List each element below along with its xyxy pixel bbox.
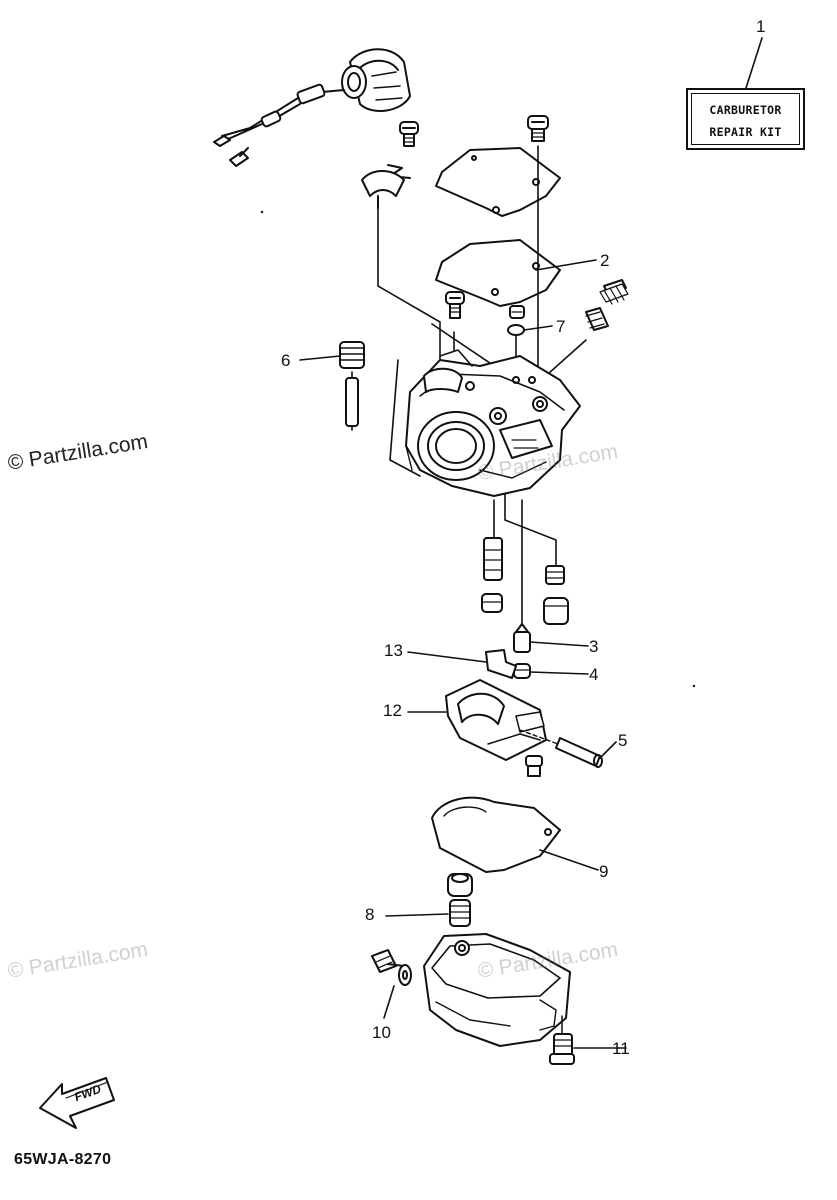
callout-leader-lines [299, 37, 763, 1049]
cover-plate-part[interactable] [435, 147, 561, 217]
repair-kit-box[interactable]: CARBURETOR REPAIR KIT [686, 88, 805, 150]
bracket-screw-part[interactable] [399, 121, 419, 147]
float-chamber-part[interactable] [423, 933, 571, 1047]
callout-6[interactable]: 6 [281, 351, 291, 370]
callout-11[interactable]: 11 [612, 1039, 630, 1058]
cover-gasket-part[interactable] [435, 239, 561, 307]
callout-13[interactable]: 13 [384, 641, 403, 660]
float-pin-part[interactable] [519, 729, 603, 768]
body-screw-part[interactable] [445, 291, 465, 319]
callout-8[interactable]: 8 [365, 905, 375, 924]
diagram-code: 65WJA-8270 [14, 1151, 112, 1168]
chamber-screw-part[interactable] [549, 1015, 575, 1065]
drain-screw-part[interactable] [371, 949, 405, 973]
throttle-stop-part[interactable] [339, 341, 365, 427]
callout-7[interactable]: 7 [556, 317, 566, 336]
repair-kit-line2: REPAIR KIT [709, 125, 782, 139]
main-jet-part[interactable] [543, 565, 569, 625]
callout-10[interactable]: 10 [372, 1023, 391, 1042]
carburetor-body-part[interactable] [405, 349, 581, 497]
needle-valve-part[interactable] [513, 623, 531, 653]
float-spring-part[interactable] [447, 873, 473, 927]
choke-connector-part[interactable] [213, 48, 411, 167]
callout-4[interactable]: 4 [589, 665, 599, 684]
float-part[interactable] [445, 679, 547, 761]
float-chamber-gasket-part[interactable] [431, 796, 561, 873]
pilot-screw-part[interactable] [585, 279, 629, 331]
float-plate-part[interactable] [485, 649, 517, 679]
callout-5[interactable]: 5 [618, 731, 628, 750]
cover-screw-part[interactable] [527, 115, 549, 142]
callout-1[interactable]: 1 [756, 17, 766, 36]
callout-3[interactable]: 3 [589, 637, 599, 656]
o-ring-part[interactable] [507, 324, 525, 336]
callout-2[interactable]: 2 [600, 251, 610, 270]
drain-washer-part[interactable] [398, 964, 412, 986]
callout-12[interactable]: 12 [383, 701, 402, 720]
choke-bracket-part[interactable] [361, 164, 411, 209]
float-screw-part[interactable] [525, 755, 543, 777]
repair-kit-line1: CARBURETOR [709, 103, 782, 117]
callout-9[interactable]: 9 [599, 862, 609, 881]
forward-arrow-icon [39, 1077, 115, 1129]
main-nozzle-part[interactable] [481, 537, 503, 613]
plug-part[interactable] [509, 305, 525, 319]
